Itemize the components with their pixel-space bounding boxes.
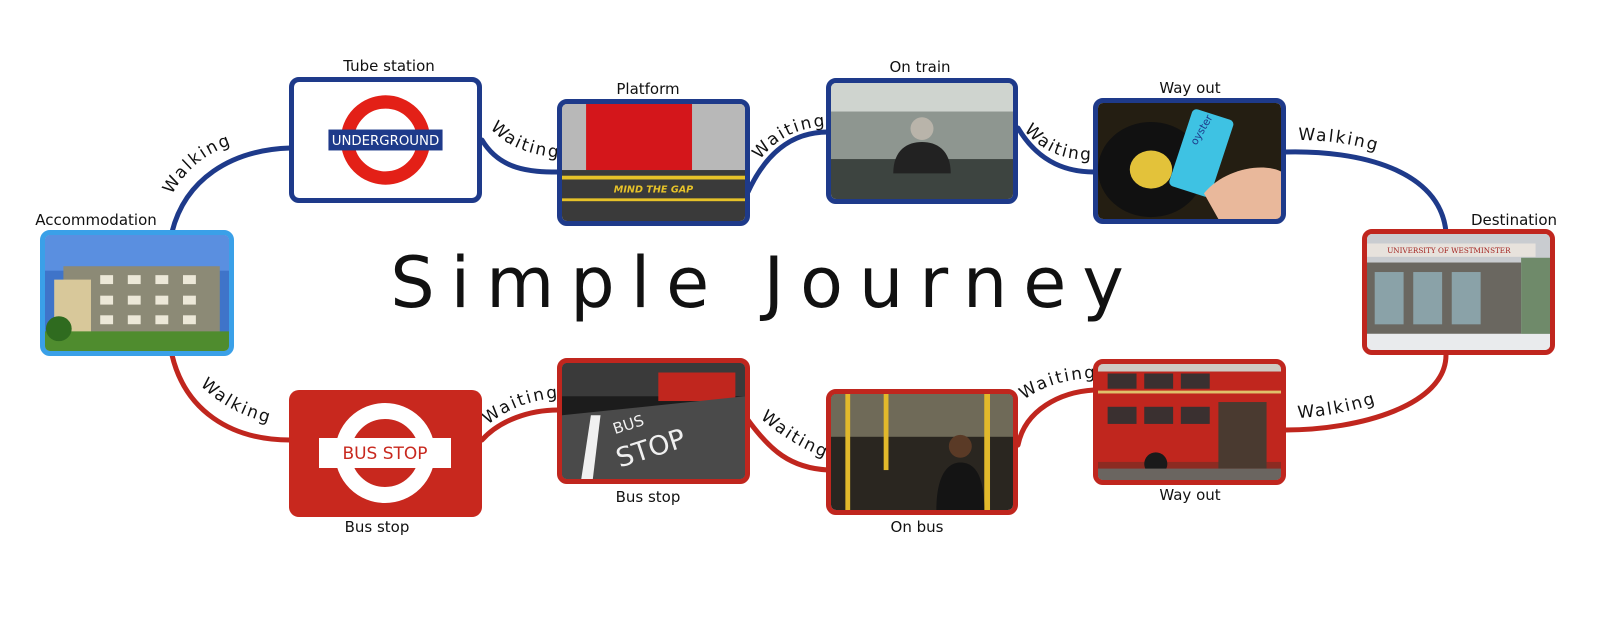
step-bus-stop-sign: BUS STOP	[289, 390, 482, 517]
step-way-out-tube: oyster	[1093, 98, 1286, 224]
step-tube-station: UNDERGROUND	[289, 77, 482, 203]
apartment-building-image	[45, 235, 229, 351]
step-on-bus	[826, 389, 1018, 515]
connector-walking-2	[1285, 152, 1446, 232]
connector-walking-1	[172, 148, 290, 232]
step-way-out-bus	[1093, 359, 1286, 485]
caption-accommodation: Accommodation	[35, 211, 157, 229]
step-on-train	[826, 78, 1018, 204]
step-destination: UNIVERSITY OF WESTMINSTER	[1362, 229, 1555, 355]
passenger-on-train-image	[831, 83, 1013, 199]
label-waiting-3: Waiting	[1020, 120, 1093, 165]
caption-way-out-tube: Way out	[1159, 79, 1221, 97]
caption-bus-stop-photo: Bus stop	[615, 488, 681, 506]
label-waiting-6: Waiting	[479, 383, 560, 429]
university-entrance-image: UNIVERSITY OF WESTMINSTER	[1367, 234, 1550, 350]
red-bus-image	[1098, 364, 1281, 480]
svg-text:UNDERGROUND: UNDERGROUND	[332, 134, 440, 149]
caption-on-train: On train	[889, 58, 951, 76]
caption-destination: Destination	[1470, 211, 1558, 229]
step-platform: MIND THE GAP	[557, 99, 750, 226]
diagram-title: Simple Journey	[390, 242, 1140, 324]
step-bus-stop-photo: BUS STOP	[557, 358, 750, 484]
passenger-on-bus-image	[831, 394, 1013, 510]
svg-text:MIND THE GAP: MIND THE GAP	[614, 185, 693, 196]
bus-stop-roundel-icon: BUS STOP	[319, 403, 451, 503]
caption-way-out-bus: Way out	[1159, 486, 1221, 504]
label-waiting-2: Waiting	[749, 111, 828, 163]
svg-text:BUS STOP: BUS STOP	[342, 444, 427, 464]
label-waiting-5: Waiting	[757, 406, 832, 462]
oyster-card-reader-image: oyster	[1098, 103, 1281, 219]
step-accommodation	[40, 230, 234, 356]
caption-platform: Platform	[616, 80, 680, 98]
caption-bus-stop-sign: Bus stop	[344, 518, 410, 536]
label-walking-4: Walking	[197, 374, 275, 428]
bus-stop-road-image: BUS STOP	[562, 363, 745, 479]
svg-text:UNIVERSITY OF WESTMINSTER: UNIVERSITY OF WESTMINSTER	[1387, 246, 1511, 255]
caption-on-bus: On bus	[890, 518, 944, 536]
underground-roundel-icon: UNDERGROUND	[328, 95, 443, 185]
platform-image: MIND THE GAP	[562, 104, 745, 221]
caption-tube-station: Tube station	[343, 57, 435, 75]
